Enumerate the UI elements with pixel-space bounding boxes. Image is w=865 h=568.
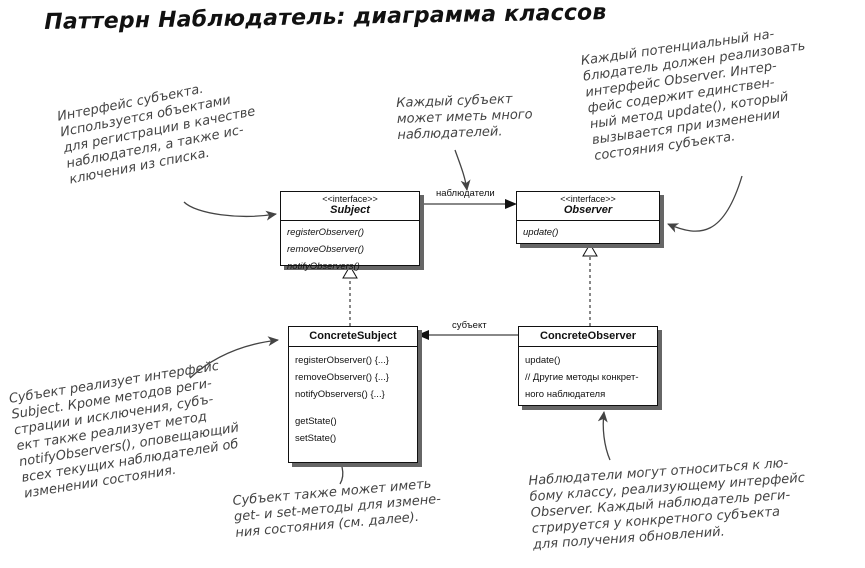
concrete-subject-method: notifyObservers() {...} <box>295 389 385 400</box>
subject-method-list: registerObserver() removeObserver() noti… <box>281 221 419 279</box>
concrete-subject-method: registerObserver() {...} <box>295 355 389 366</box>
concrete-observer-comment: // Другие методы конкрет- <box>525 372 639 383</box>
subject-stereotype: <<interface>> <box>322 194 378 204</box>
subject-method: notifyObservers() <box>287 261 360 272</box>
note-observer-interface-arrow <box>667 175 743 233</box>
concrete-subject-method: getState() <box>295 416 337 427</box>
note-concrete-subject-arrow <box>189 336 279 379</box>
subject-method: registerObserver() <box>287 227 365 238</box>
subject-interface-header: <<interface>> Subject <box>281 192 419 221</box>
subject-class-name: Subject <box>330 204 370 216</box>
observer-class-name: Observer <box>563 204 613 216</box>
subject-association-label: субъект <box>452 320 487 331</box>
subject-method: removeObserver() <box>287 244 365 255</box>
concrete-observer-method: update() <box>525 355 561 366</box>
concrete-subject-method-list: registerObserver() {...} removeObserver(… <box>289 347 417 451</box>
note-concrete-observers-arrow <box>597 411 611 461</box>
concrete-observer-method-list: update() // Другие методы конкрет- ного … <box>519 347 657 405</box>
observer-stereotype: <<interface>> <box>560 194 616 204</box>
concrete-observer-box: ConcreteObserver update() // Другие мето… <box>518 326 658 406</box>
concrete-subject-class-name: ConcreteSubject <box>309 330 397 342</box>
observer-interface-header: <<interface>> Observer <box>517 192 659 221</box>
observer-interface-box: <<interface>> Observer update() <box>516 191 660 244</box>
note-many-observers-arrow <box>454 149 471 191</box>
subject-realization-arrowhead <box>342 265 358 279</box>
note-subject-interface-arrow <box>183 201 277 221</box>
concrete-subject-method: setState() <box>295 433 337 444</box>
observer-method: update() <box>523 227 559 238</box>
note-many-observers: Каждый субъект может иметь много наблюда… <box>396 91 533 143</box>
subject-interface-box: <<interface>> Subject registerObserver()… <box>280 191 420 272</box>
concrete-subject-method: removeObserver() {...} <box>295 372 389 383</box>
concrete-observer-class-name: ConcreteObserver <box>540 330 636 342</box>
observers-association-label: наблюдатели <box>436 188 495 199</box>
concrete-subject-header: ConcreteSubject <box>289 327 417 347</box>
concrete-observer-comment: ного наблюдателя <box>525 389 606 400</box>
observer-method-list: update() <box>517 221 659 245</box>
concrete-subject-box: ConcreteSubject registerObserver() {...}… <box>288 326 418 463</box>
concrete-observer-header: ConcreteObserver <box>519 327 657 347</box>
observer-realization-arrowhead <box>582 243 598 257</box>
